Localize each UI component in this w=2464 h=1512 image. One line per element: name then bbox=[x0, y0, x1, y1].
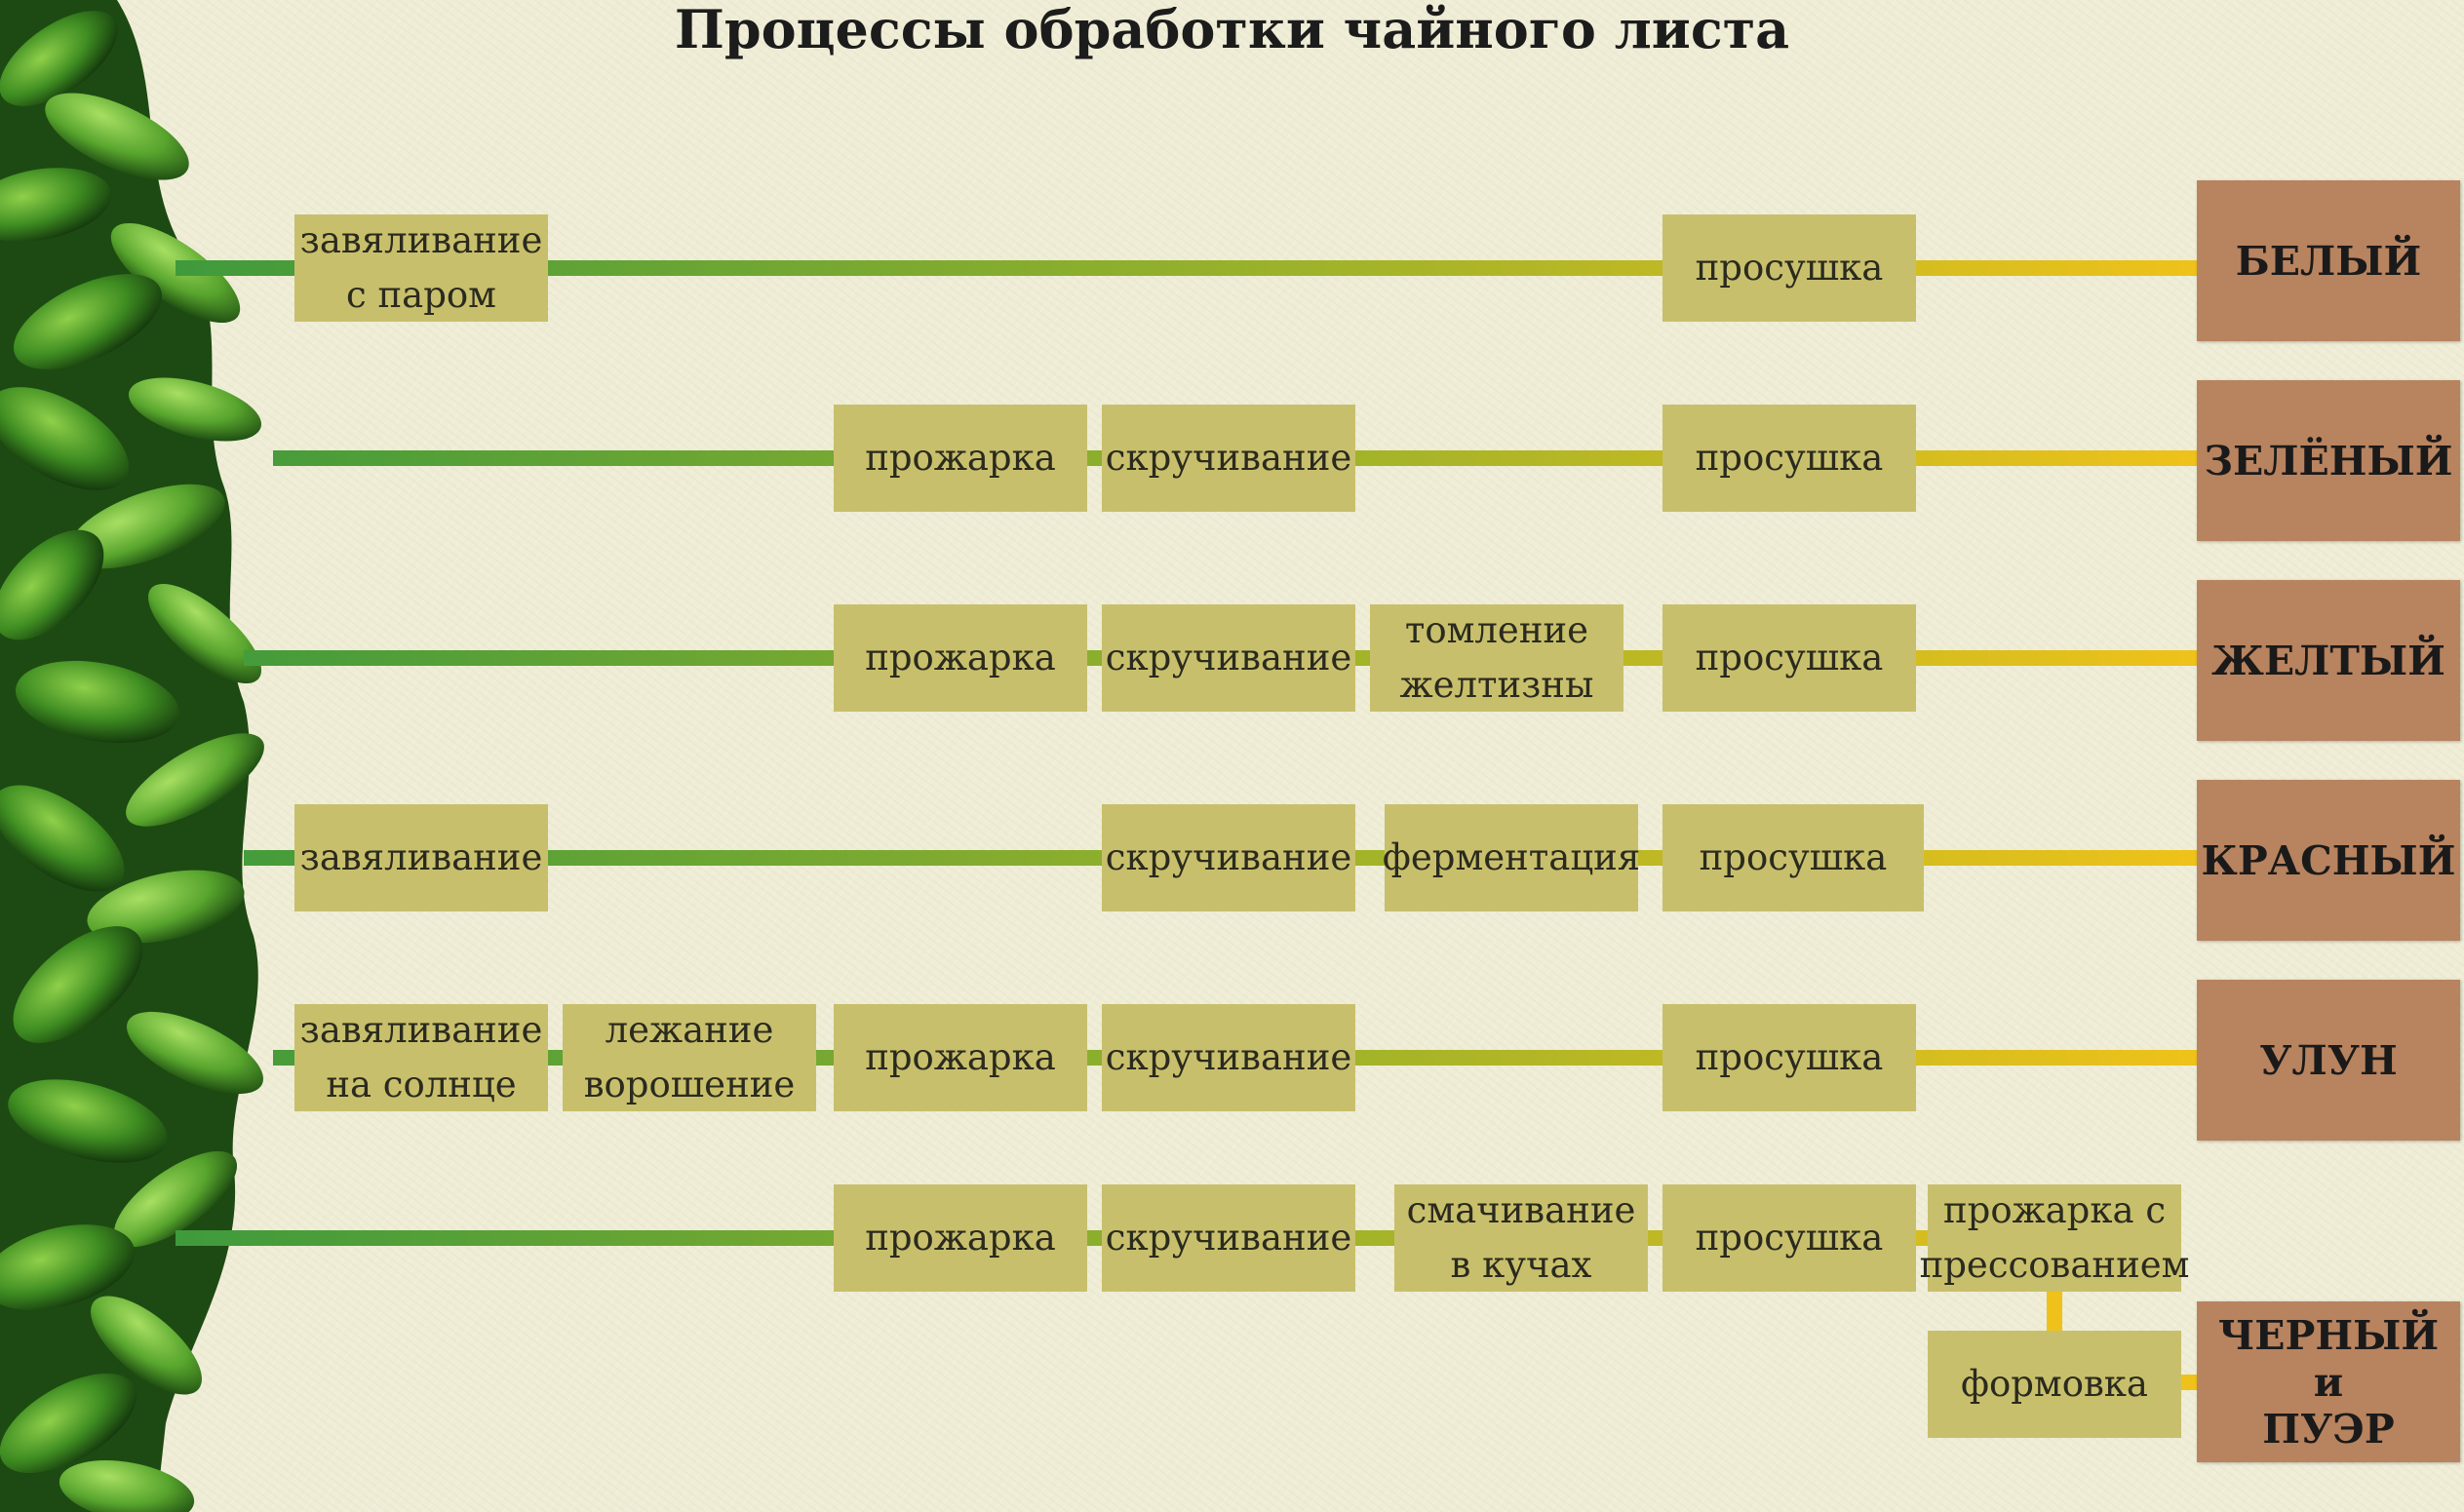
process-step-box: прожарка bbox=[834, 1004, 1087, 1111]
process-step-box: прожарка bbox=[834, 405, 1087, 512]
process-step-box: лежание ворошение bbox=[563, 1004, 816, 1111]
process-step-box: скручивание bbox=[1102, 1184, 1355, 1292]
process-step-box: прожарка bbox=[834, 604, 1087, 712]
process-step-box: просушка bbox=[1662, 804, 1924, 911]
process-step-box: ферментация bbox=[1385, 804, 1638, 911]
tea-type-result: УЛУН bbox=[2197, 980, 2460, 1141]
tea-type-result: ЧЕРНЫЙ и ПУЭР bbox=[2197, 1301, 2460, 1462]
process-step-box: скручивание bbox=[1102, 604, 1355, 712]
process-step-box: завяливание с паром bbox=[294, 214, 548, 322]
process-step-box: томление желтизны bbox=[1370, 604, 1623, 712]
process-step-box: смачивание в кучах bbox=[1394, 1184, 1648, 1292]
tea-type-result: БЕЛЫЙ bbox=[2197, 180, 2460, 341]
process-step-box: завяливание bbox=[294, 804, 548, 911]
process-step-box: просушка bbox=[1662, 1004, 1916, 1111]
process-step-box: прожарка bbox=[834, 1184, 1087, 1292]
process-step-box: формовка bbox=[1928, 1331, 2181, 1438]
process-step-box: скручивание bbox=[1102, 804, 1355, 911]
tea-type-result: ЗЕЛЁНЫЙ bbox=[2197, 380, 2460, 541]
process-step-box: скручивание bbox=[1102, 1004, 1355, 1111]
process-step-box: просушка bbox=[1662, 604, 1916, 712]
tea-type-result: ЖЕЛТЫЙ bbox=[2197, 580, 2460, 741]
process-step-box: просушка bbox=[1662, 1184, 1916, 1292]
process-step-box: просушка bbox=[1662, 214, 1916, 322]
process-step-box: прожарка с прессованием bbox=[1928, 1184, 2181, 1292]
process-step-box: завяливание на солнце bbox=[294, 1004, 548, 1111]
tea-type-result: КРАСНЫЙ bbox=[2197, 780, 2460, 941]
process-step-box: скручивание bbox=[1102, 405, 1355, 512]
process-step-box: просушка bbox=[1662, 405, 1916, 512]
